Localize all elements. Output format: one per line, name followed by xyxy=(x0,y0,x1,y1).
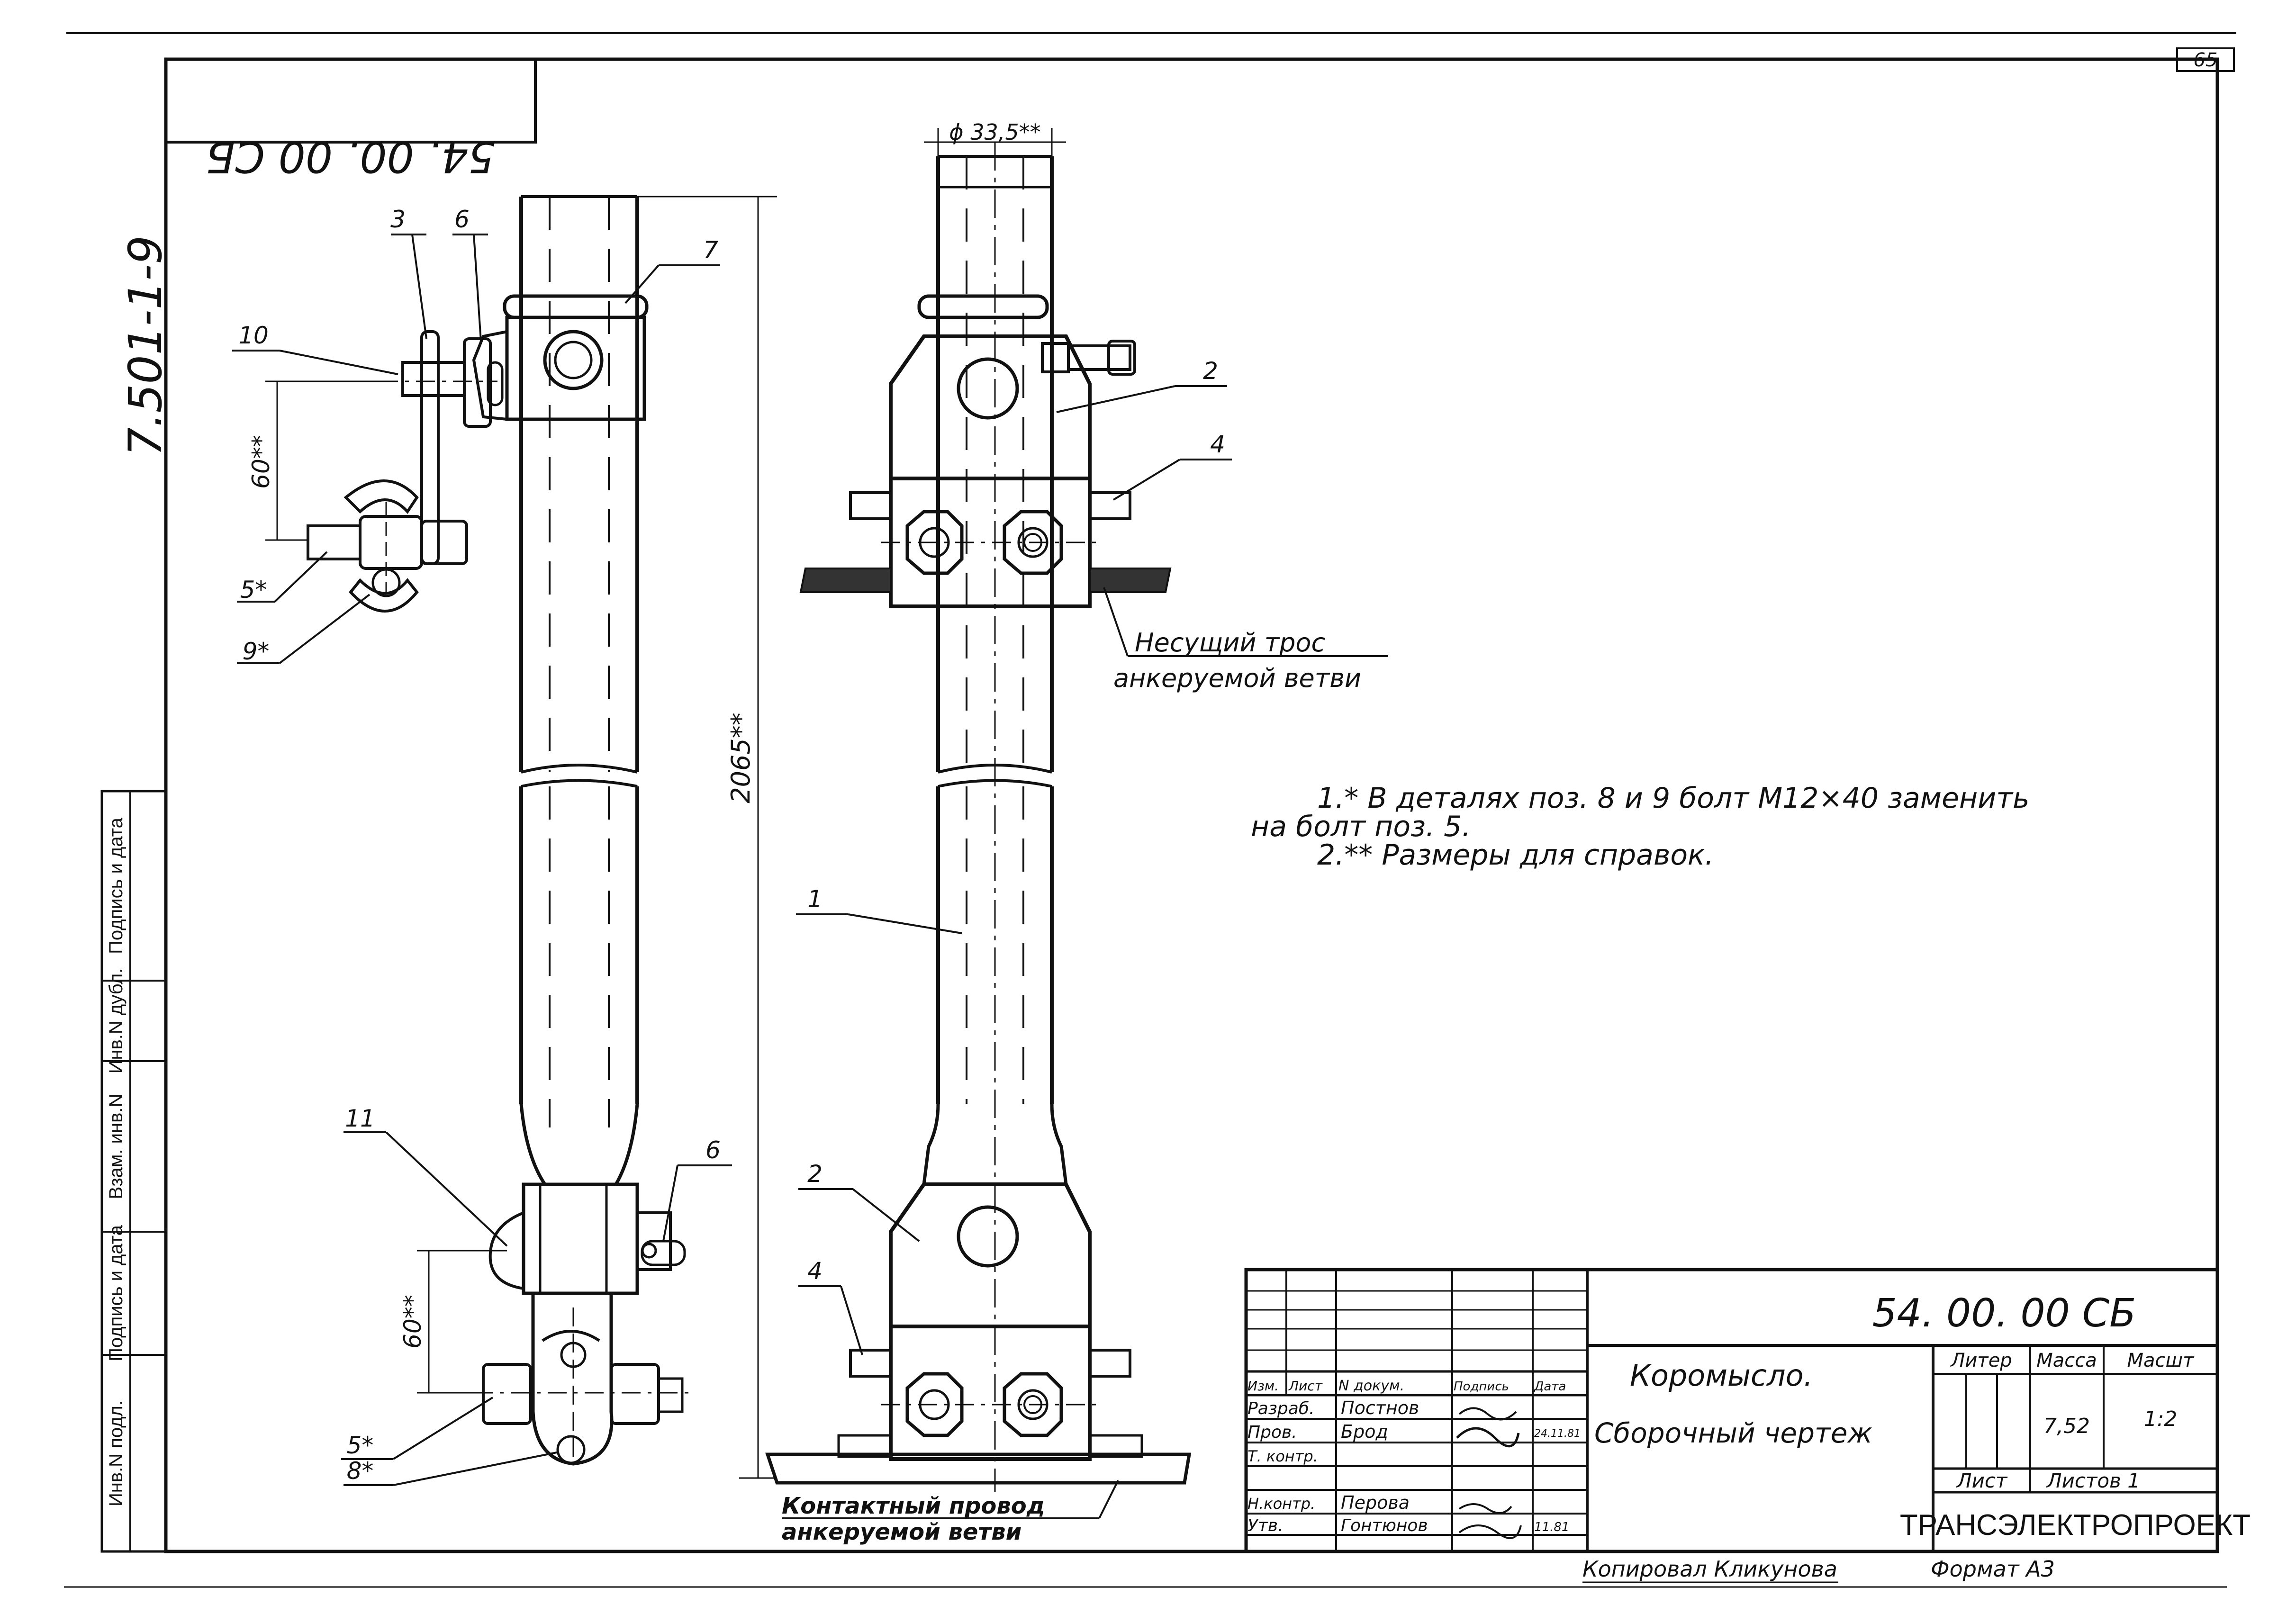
page-number: 65 xyxy=(2194,49,2218,71)
tb-hdr-doc: N докум. xyxy=(1338,1378,1404,1394)
tb-role-1: Пров. xyxy=(1247,1423,1297,1442)
pos-6-upper: 6 xyxy=(454,206,470,233)
tb-name-4: Перова xyxy=(1341,1492,1410,1513)
dim-total-2065: 2065** xyxy=(726,712,756,803)
label-contact-branch: анкеруемой ветви xyxy=(782,1519,1021,1545)
title-block xyxy=(1244,1268,2219,1553)
tb-doc-type: Сборочный чертеж xyxy=(1594,1417,1872,1449)
tb-name-0: Постнов xyxy=(1341,1398,1419,1418)
pos-9: 9* xyxy=(243,638,270,665)
dim-diameter: ϕ 33,5** xyxy=(949,119,1040,145)
front-view-leaders xyxy=(782,128,1388,1519)
pos-6-lower: 6 xyxy=(705,1136,721,1164)
pos-2-upper: 2 xyxy=(1203,357,1218,385)
front-lower-clamp xyxy=(765,1182,1192,1485)
tb-col-mass: Масса xyxy=(2036,1350,2097,1371)
label-contact-wire: Контактный провод xyxy=(782,1493,1045,1519)
mirrored-code: 54. 00. 00 СБ xyxy=(206,132,495,181)
tb-organization: ТРАНСЭЛЕКТРОПРОЕКТ xyxy=(1900,1509,2251,1542)
side-suspension-clamp xyxy=(307,479,468,613)
pos-5-upper: 5* xyxy=(240,576,267,604)
label-carrier-cable: Несущий трос xyxy=(1135,628,1325,658)
tb-date-1: 24.11.81 xyxy=(1534,1428,1581,1440)
side-stamp-4: Инв.N дубл. xyxy=(106,968,127,1074)
tb-date-5: 11.81 xyxy=(1534,1520,1569,1534)
tb-col-litera: Литер xyxy=(1950,1350,2012,1371)
note-1: 1.* В деталях поз. 8 и 9 болт М12×40 зам… xyxy=(1317,782,2030,815)
note-2: 2.** Размеры для справок. xyxy=(1317,839,1714,872)
tb-hdr-list: Лист xyxy=(1288,1378,1323,1394)
note-1-cont: на болт поз. 5. xyxy=(1251,810,1471,843)
footer-format: Формат А3 xyxy=(1931,1556,2055,1582)
pos-4-upper: 4 xyxy=(1210,431,1225,458)
side-stamp-5: Подпись и дата xyxy=(106,817,127,954)
side-lower-end xyxy=(474,1182,692,1466)
dim-upper-60: 60** xyxy=(247,435,275,489)
pos-3: 3 xyxy=(390,206,406,233)
series-code: 7.501-1-9 xyxy=(119,235,172,456)
pos-4-lower: 4 xyxy=(807,1257,823,1285)
tb-sheet-label: Лист xyxy=(1956,1469,2008,1492)
tb-mass: 7,52 xyxy=(2043,1414,2090,1438)
pos-8: 8* xyxy=(347,1457,374,1485)
pos-2-lower: 2 xyxy=(807,1160,823,1188)
side-stamp-1: Инв.N подл. xyxy=(106,1400,127,1506)
front-upper-clamp xyxy=(799,294,1172,608)
tb-role-0: Разраб. xyxy=(1247,1399,1314,1418)
tb-scale: 1:2 xyxy=(2144,1407,2178,1431)
footer-copied-by: Копировал Кликунова xyxy=(1582,1556,1837,1582)
side-stamp-strip xyxy=(100,790,167,1553)
pos-10: 10 xyxy=(238,322,269,349)
label-carrier-branch: анкеруемой ветви xyxy=(1113,663,1361,693)
pos-11: 11 xyxy=(345,1105,375,1132)
side-view-rod xyxy=(519,195,639,1185)
tb-role-2: Т. контр. xyxy=(1247,1447,1318,1465)
tb-role-5: Утв. xyxy=(1247,1516,1284,1535)
pos-7: 7 xyxy=(703,236,718,264)
side-stamp-3: Взам. инв.N xyxy=(106,1094,127,1199)
mirrored-code-box: 54. 00. 00 СБ xyxy=(164,58,537,181)
tb-sheets-label: Листов 1 xyxy=(2046,1469,2140,1492)
tb-name-1: Брод xyxy=(1341,1421,1388,1442)
tb-name-5: Гонтюнов xyxy=(1341,1516,1428,1535)
tb-hdr-date: Дата xyxy=(1534,1380,1566,1394)
tb-hdr-sign: Подпись xyxy=(1454,1380,1509,1394)
pos-1: 1 xyxy=(807,885,823,913)
pos-5-lower: 5* xyxy=(347,1432,374,1459)
tb-designation: 54. 00. 00 СБ xyxy=(1872,1291,2136,1336)
tb-hdr-izm: Изм. xyxy=(1247,1378,1279,1394)
side-upper-clamp xyxy=(379,294,649,565)
side-view-leaders xyxy=(232,196,777,1486)
tb-role-4: Н.контр. xyxy=(1247,1495,1315,1513)
tb-name: Коромысло. xyxy=(1630,1358,1813,1393)
front-view-rod xyxy=(922,142,1068,1492)
dim-lower-60: 60** xyxy=(399,1295,426,1349)
tb-col-scale: Масшт xyxy=(2127,1350,2195,1371)
side-stamp-2: Подпись и дата xyxy=(106,1225,127,1361)
